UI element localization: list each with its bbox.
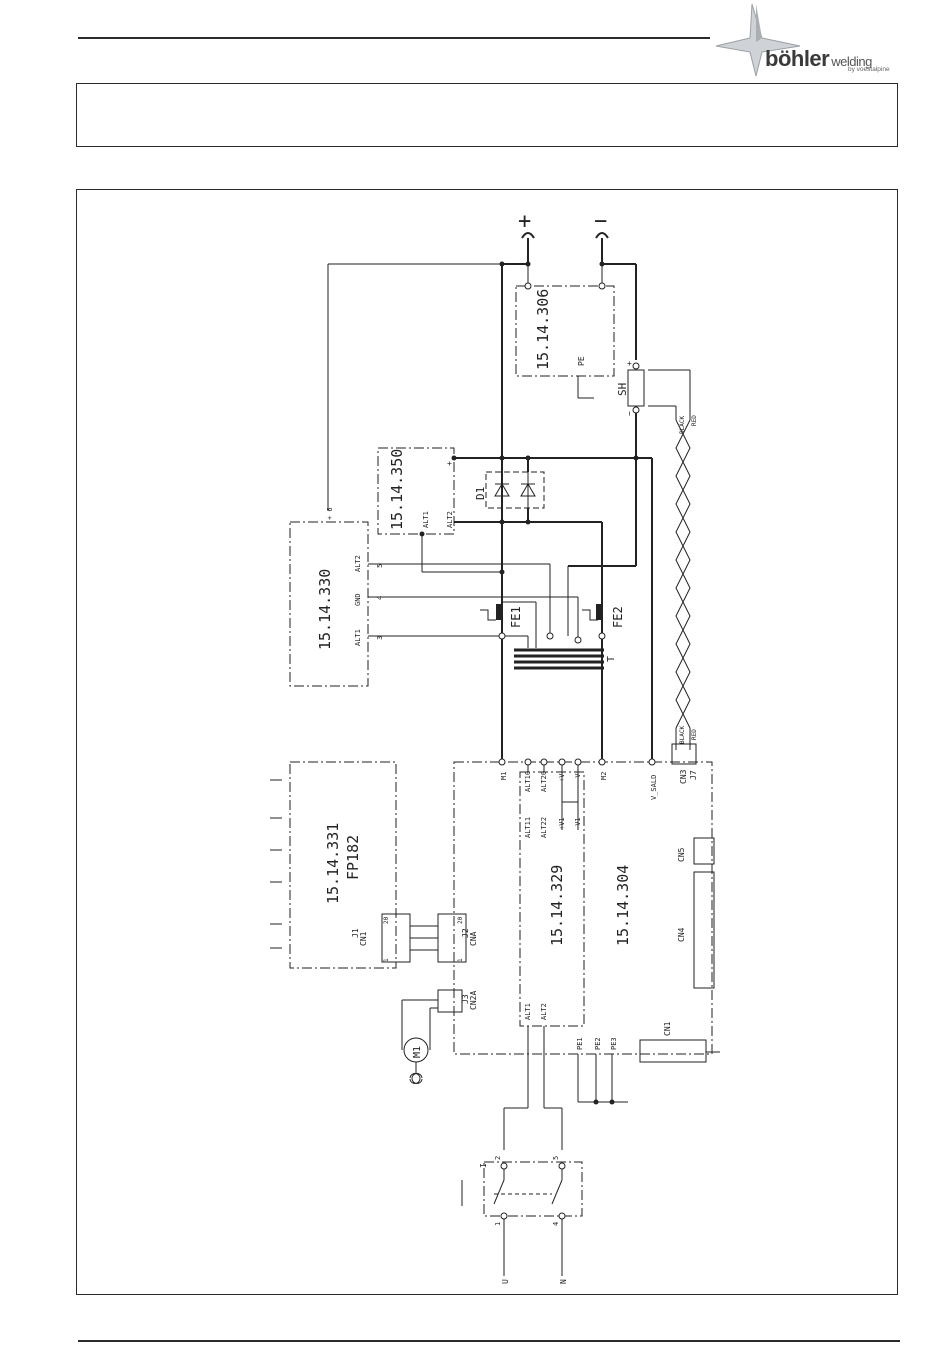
- drawing-frame: [76, 189, 898, 1295]
- pin-1-j2: 1: [457, 958, 464, 962]
- j7-label: J7: [689, 770, 698, 780]
- pin-m1: M1: [500, 772, 508, 780]
- switch-pin-5: 5: [552, 1156, 560, 1160]
- fe2-label: FE2: [611, 606, 625, 628]
- cn4-connector: CN4: [677, 927, 686, 942]
- pin-plus-v: +V: [558, 773, 566, 782]
- cn2a-connector: CN2A: [469, 991, 478, 1010]
- minus-terminal-label: −: [594, 209, 607, 234]
- b330-pin3: 3: [376, 636, 384, 640]
- switch-pin-1: 1: [494, 1222, 502, 1226]
- pin-alt11: ALT11: [524, 817, 532, 838]
- b330-alt1: ALT1: [354, 629, 362, 646]
- plus-terminal-label: +: [518, 209, 531, 234]
- b330-gnd: GND: [354, 593, 362, 606]
- switch-pin-2: 2: [494, 1156, 502, 1160]
- pin-alt10: ALT10: [524, 771, 532, 792]
- b330-pin6: + 6: [326, 507, 334, 520]
- pe3-label: PE3: [610, 1037, 618, 1050]
- board-fp182: FP182: [344, 835, 362, 880]
- pin-minus-v: −V: [574, 773, 582, 782]
- j1-label: J1: [351, 928, 360, 938]
- bohler-logo-mark: [715, 3, 801, 77]
- shunt-minus: −: [625, 411, 634, 416]
- header-rule: [78, 37, 710, 39]
- pin-20-j1: 20: [383, 916, 390, 924]
- b350-plus: +: [445, 461, 454, 466]
- pin-1-j1: 1: [383, 958, 390, 962]
- board-15-14-304: 15.14.304: [614, 865, 632, 946]
- pin-v-sald: V_SALD: [650, 775, 658, 800]
- shunt-plus: +: [625, 361, 634, 366]
- switch-pin-4: 4: [552, 1222, 560, 1226]
- pin-m2: M2: [600, 772, 608, 780]
- cna-connector: CNA: [469, 931, 478, 946]
- mains-u-label: U: [501, 1279, 510, 1284]
- j2-label: J2: [461, 928, 470, 938]
- pin-plus-v1: +V1: [558, 817, 566, 830]
- fe1-label: FE1: [509, 606, 523, 628]
- board-15-14-350: 15.14.350: [388, 449, 406, 530]
- mains-n-label: N: [559, 1279, 568, 1284]
- board-15-14-329: 15.14.329: [548, 865, 566, 946]
- pe1-label: PE1: [576, 1037, 584, 1050]
- pin-alt1: ALT1: [524, 1003, 532, 1020]
- j3-label: J3: [461, 994, 470, 1004]
- b350-alt2: ALT2: [446, 511, 454, 528]
- b330-pin5: 5: [376, 564, 384, 568]
- footer-rule: [78, 1340, 900, 1342]
- red-wire-label-top: RED: [691, 415, 698, 426]
- red-wire-label-bottom: RED: [691, 729, 698, 740]
- pin-alt22: ALT22: [540, 817, 548, 838]
- b330-alt2: ALT2: [354, 555, 362, 572]
- pe2-label: PE2: [594, 1037, 602, 1050]
- shunt-label: SH: [616, 383, 629, 396]
- board-15-14-331: 15.14.331: [324, 823, 342, 904]
- b350-alt1: ALT1: [422, 511, 430, 528]
- brand-subtitle: by voestalpine: [848, 66, 890, 73]
- cn5-connector: CN5: [677, 847, 686, 862]
- diode-d1-label: D1: [474, 487, 487, 500]
- cn3-connector: CN3: [679, 769, 688, 784]
- pin-20-j2: 20: [457, 916, 464, 924]
- cn1-j1-connector: CN1: [359, 931, 368, 946]
- black-wire-label-bottom: BLACK: [679, 726, 686, 744]
- transformer-label: T: [606, 656, 617, 662]
- board-15-14-306: 15.14.306: [534, 289, 552, 370]
- pin-minus-v1: −V1: [574, 817, 582, 830]
- black-wire-label-top: BLACK: [679, 416, 686, 434]
- motor-m1-label: M1: [412, 1046, 423, 1058]
- switch-i-label: I: [479, 1163, 488, 1168]
- cn1-connector: CN1: [663, 1021, 672, 1036]
- board-15-14-330: 15.14.330: [316, 569, 334, 650]
- title-box: [76, 83, 898, 147]
- pe-label-306: PE: [577, 356, 586, 366]
- pin-alt2: ALT2: [540, 1003, 548, 1020]
- b330-pin4: 4: [376, 596, 384, 600]
- pin-alt20: ALT20: [540, 771, 548, 792]
